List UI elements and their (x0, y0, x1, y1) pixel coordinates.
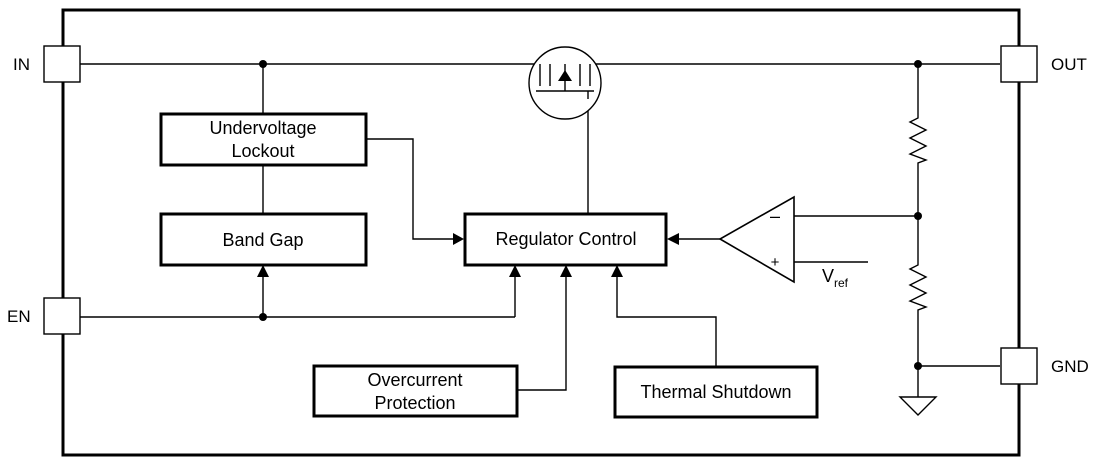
overcurrent-block: Overcurrent Protection (312, 364, 519, 418)
pin-en: EN (7, 297, 81, 335)
uvlo-label-line1: Undervoltage (209, 118, 316, 138)
device-boundary (61, 8, 1021, 457)
resistor-upper-icon (908, 113, 928, 166)
band-gap-block: Band Gap (159, 212, 368, 267)
overcurrent-label-line2: Protection (374, 393, 455, 413)
vref-label: Vref (822, 266, 849, 290)
regulator-control-block: Regulator Control (463, 212, 668, 267)
amplifier-plus-label: + (771, 254, 780, 271)
pin-in-label: IN (13, 55, 30, 74)
vref-subscript: ref (834, 276, 849, 290)
band-gap-label: Band Gap (222, 230, 303, 250)
uvlo-block: Undervoltage Lockout (159, 112, 368, 167)
pin-en-label: EN (7, 307, 31, 326)
regulator-control-label: Regulator Control (495, 229, 636, 249)
resistor-lower-icon (908, 260, 928, 314)
overcurrent-label-line1: Overcurrent (367, 370, 462, 390)
signal-arrows (257, 233, 679, 277)
thermal-shutdown-label: Thermal Shutdown (640, 382, 791, 402)
amplifier-minus-label: – (770, 206, 780, 226)
pin-gnd: GND (1000, 347, 1089, 385)
uvlo-label-line2: Lockout (231, 141, 294, 161)
thermal-shutdown-block: Thermal Shutdown (613, 365, 819, 419)
pin-out-label: OUT (1051, 55, 1087, 74)
mosfet-icon (528, 46, 602, 120)
pin-gnd-label: GND (1051, 357, 1089, 376)
pin-in: IN (13, 45, 81, 83)
amplifier-triangle-icon (718, 195, 795, 284)
error-amplifier: – + Vref (718, 195, 849, 290)
vref-main: V (822, 266, 834, 286)
ground-icon (898, 396, 938, 416)
junction-dots (259, 60, 922, 370)
pin-out: OUT (1000, 45, 1087, 83)
